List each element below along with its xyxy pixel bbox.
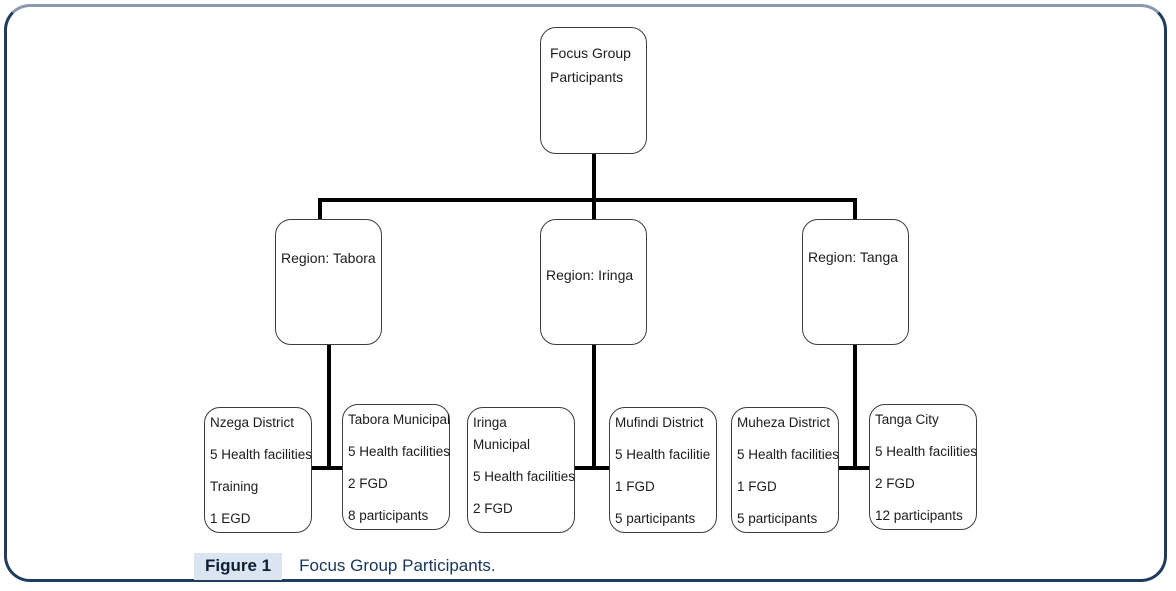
connector-drop-tabora (318, 198, 322, 220)
node-line: 2 FGD (875, 476, 915, 491)
node-label: Region: Tanga (808, 249, 899, 265)
node-line: 5 Health facilitie (615, 447, 711, 462)
node-mufindi-district: Mufindi District 5 Health facilitie 1 FG… (609, 407, 717, 533)
connector-drop-tanga (853, 198, 857, 220)
connector-main-horizontal (318, 198, 857, 202)
node-line: 5 Health facilities (210, 447, 313, 462)
figure-frame: Focus Group Participants Region: Tabora … (4, 4, 1167, 582)
node-region-tabora: Region: Tabora (275, 219, 382, 345)
connector-drop-iringa (592, 198, 596, 220)
node-nzega-district: Nzega District 5 Health facilities Train… (204, 407, 312, 533)
node-region-tanga: Region: Tanga (802, 219, 909, 345)
node-line: 1 FGD (737, 479, 777, 494)
node-label: Region: Tabora (281, 250, 376, 266)
node-title: Muheza District (737, 415, 831, 430)
node-muheza-district: Muheza District 5 Health facilities 1 FG… (731, 407, 839, 533)
node-line: Training (210, 479, 259, 494)
node-line: Municipal (473, 437, 531, 452)
connector-stem-iringa (592, 344, 596, 470)
node-line: 1 EGD (210, 511, 251, 526)
node-title: Nzega District (210, 415, 295, 430)
node-iringa-municipal: Iringa Municipal 5 Health facilities 2 F… (467, 407, 575, 533)
node-line: 2 FGD (348, 476, 388, 491)
connector-stem-tabora (327, 344, 331, 470)
connector-root-stem (592, 153, 596, 202)
connector-stub-tabora (310, 466, 346, 470)
node-line: 1 FGD (615, 479, 655, 494)
node-line: 8 participants (348, 508, 429, 523)
node-line: 5 participants (737, 511, 818, 526)
node-line: 2 FGD (473, 501, 513, 516)
node-title: Mufindi District (615, 415, 704, 430)
node-title: Iringa (473, 415, 507, 430)
node-title: Tanga City (875, 412, 939, 427)
node-line: 12 participants (875, 508, 963, 523)
node-label: Focus Group Participants (550, 45, 631, 85)
node-line: 5 Health facilities (473, 469, 576, 484)
node-region-iringa: Region: Iringa (540, 219, 647, 345)
node-tanga-city: Tanga City 5 Health facilities 2 FGD 12 … (869, 404, 977, 530)
node-title: Tabora Municipal (348, 412, 451, 427)
node-line: 5 Health facilities (737, 447, 840, 462)
node-tabora-municipal: Tabora Municipal 5 Health facilities 2 F… (342, 404, 450, 530)
figure-caption: Figure 1 Focus Group Participants. (194, 553, 496, 580)
connector-stub-tanga (837, 466, 871, 470)
node-line: 5 Health facilities (875, 444, 978, 459)
connector-stub-iringa (573, 466, 611, 470)
figure-caption-text: Focus Group Participants. (299, 556, 496, 575)
node-label: Region: Iringa (546, 267, 634, 283)
figure-number-badge: Figure 1 (194, 553, 283, 580)
node-line: 5 participants (615, 511, 696, 526)
connector-stem-tanga (853, 344, 857, 470)
node-focus-group-participants: Focus Group Participants (540, 27, 647, 154)
node-line: 5 Health facilities (348, 444, 451, 459)
